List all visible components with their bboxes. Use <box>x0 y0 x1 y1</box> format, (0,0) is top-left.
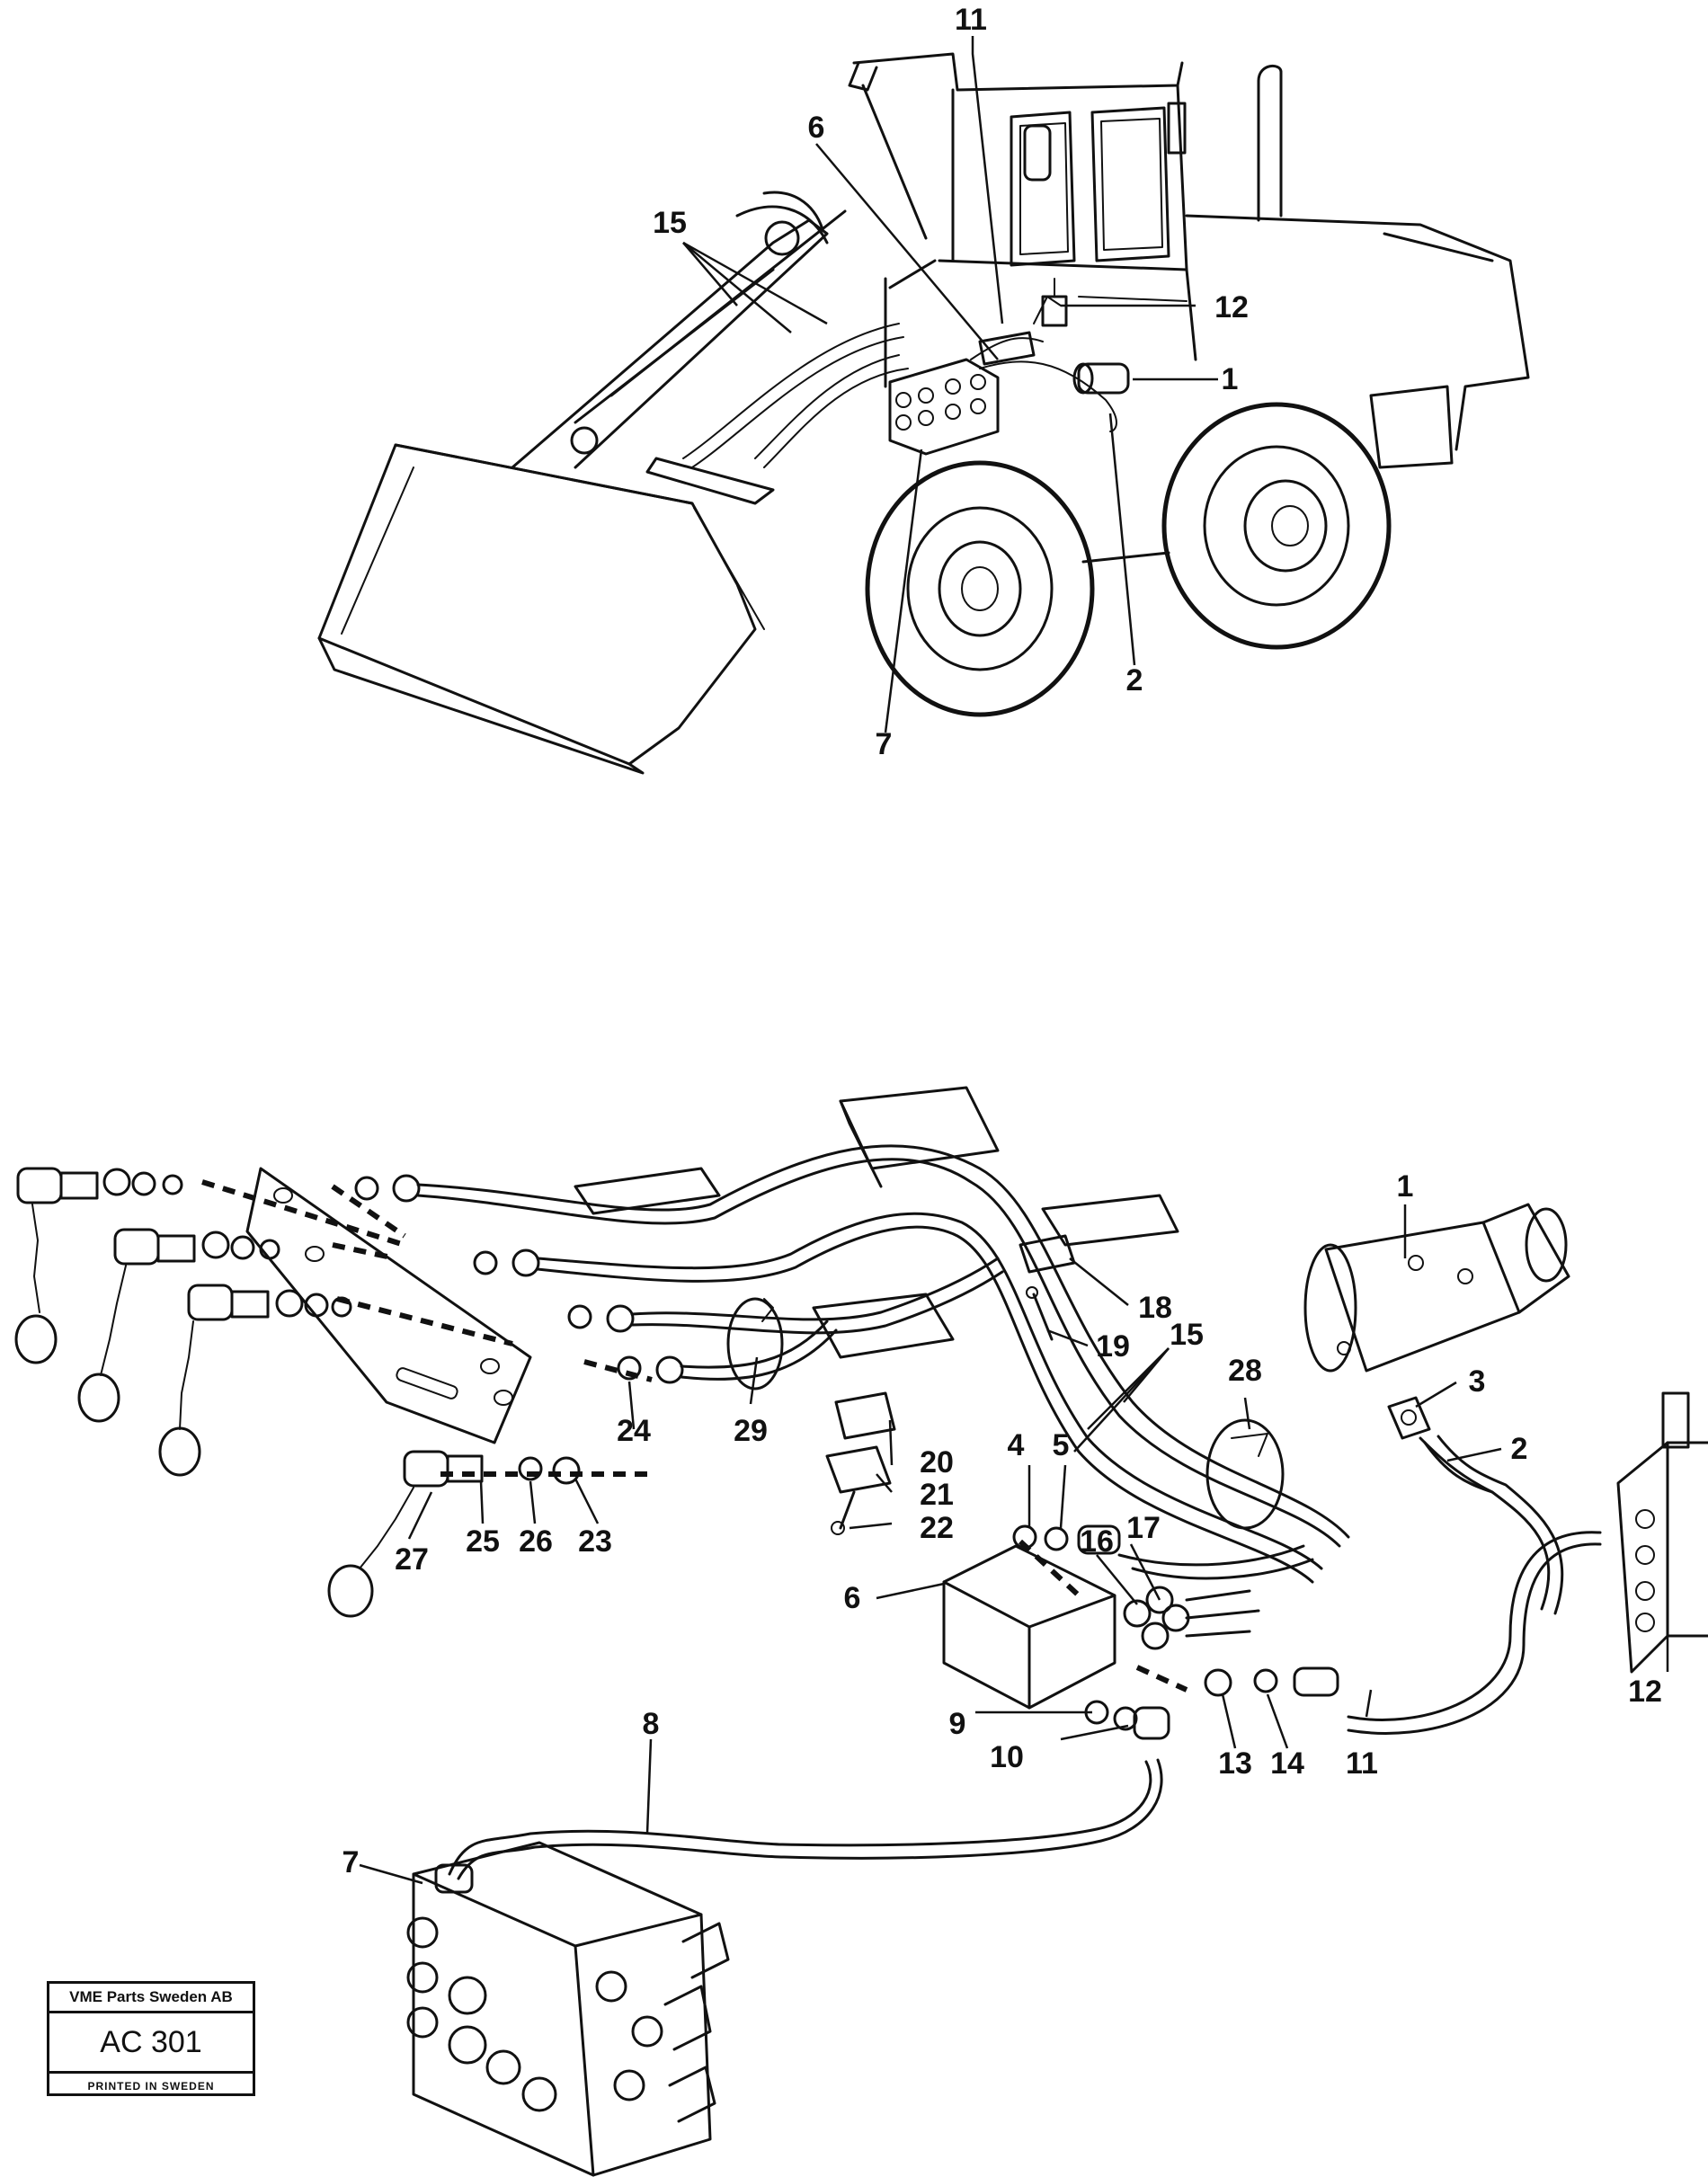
exhaust-stack <box>1257 64 1283 222</box>
screw-22 <box>831 1490 856 1535</box>
detail-callout-5: 5 <box>1052 1428 1070 1462</box>
overview-callout-12: 12 <box>1214 290 1249 324</box>
stamp-code: AC 301 <box>49 2013 253 2074</box>
adapter-fittings <box>1012 1524 1339 1697</box>
detail-callout-6: 6 <box>843 1581 861 1615</box>
detail-callout-3: 3 <box>1468 1364 1486 1399</box>
detail-callout-29: 29 <box>734 1414 768 1448</box>
detail-callout-4: 4 <box>1007 1428 1025 1462</box>
overview-diverter-valve <box>1041 278 1068 327</box>
detail-callout-25: 25 <box>466 1524 500 1559</box>
detail-callout-20: 20 <box>920 1445 954 1479</box>
loader-cab <box>848 52 1188 271</box>
overview-callout-15: 15 <box>653 206 687 240</box>
detail-callout-9: 9 <box>948 1707 966 1741</box>
pressure-hose <box>1423 1435 1564 1615</box>
detail-callout-10: 10 <box>990 1740 1024 1774</box>
detail-callout-23: 23 <box>578 1524 612 1559</box>
hose-end-fittings <box>354 1174 684 1384</box>
detail-callout-11: 11 <box>1346 1746 1378 1781</box>
hose-bundle <box>416 1144 1350 1584</box>
detail-callout-21: 21 <box>920 1478 954 1512</box>
quick-coupling-group-2 <box>77 1228 280 1423</box>
overview-control-valve <box>888 358 1000 456</box>
hose-clamp-28 <box>1205 1418 1285 1530</box>
detail-callout-2: 2 <box>1510 1432 1528 1466</box>
detail-leaders <box>359 1204 1669 1885</box>
wheel-loader-overview <box>317 36 1530 775</box>
detail-callout-12: 12 <box>1628 1675 1662 1709</box>
plate-21 <box>825 1445 892 1494</box>
pump-fitting <box>1387 1396 1494 1494</box>
diverter-valve-block <box>1347 1391 1708 1735</box>
overview-callout-1: 1 <box>1221 362 1239 396</box>
overview-callout-7: 7 <box>875 727 893 761</box>
quick-coupling-group-4 <box>327 1450 581 1618</box>
detail-callout-24: 24 <box>617 1414 651 1448</box>
loader-bucket <box>317 443 765 775</box>
detail-callout-17: 17 <box>1126 1511 1161 1545</box>
detail-callout-26: 26 <box>519 1524 553 1559</box>
diverter-valve-6 <box>942 1544 1260 1710</box>
detail-callout-8: 8 <box>642 1707 660 1741</box>
loader-body <box>884 214 1530 469</box>
overview-leaders <box>682 36 1218 733</box>
overview-hose-lines <box>645 296 1117 505</box>
detail-callout-7: 7 <box>342 1845 360 1879</box>
detail-callout-15: 15 <box>1170 1318 1204 1352</box>
main-control-valve <box>406 1841 730 2177</box>
detail-callout-19: 19 <box>1096 1329 1130 1364</box>
title-stamp: VME Parts Sweden AB AC 301 PRINTED IN SW… <box>47 1981 255 2096</box>
overview-callout-2: 2 <box>1125 663 1143 698</box>
loader-lift-arm <box>511 191 847 469</box>
loader-rear-wheel <box>1161 402 1392 650</box>
stamp-printed: PRINTED IN SWEDEN <box>87 2080 215 2093</box>
stamp-company: VME Parts Sweden AB <box>49 1984 253 2013</box>
detail-callout-1: 1 <box>1396 1169 1414 1204</box>
overview-callout-11: 11 <box>955 3 987 37</box>
hose-kit-detail <box>14 1086 1708 2177</box>
detail-callout-18: 18 <box>1138 1291 1172 1325</box>
hydraulic-pump <box>1303 1203 1570 1373</box>
detail-callout-16: 16 <box>1080 1524 1114 1559</box>
overview-callout-6: 6 <box>807 111 825 145</box>
return-hose <box>434 1758 1163 1894</box>
overview-pump <box>1072 362 1130 395</box>
dashed-assembly-lines <box>201 1179 1188 1693</box>
detail-callout-13: 13 <box>1218 1746 1252 1781</box>
loader-front-wheel <box>865 460 1095 717</box>
clamp-20 <box>834 1391 896 1440</box>
detail-callout-22: 22 <box>920 1511 954 1545</box>
detail-callout-28: 28 <box>1228 1354 1262 1388</box>
quick-coupling-group-1 <box>14 1167 183 1364</box>
left-mounting-plate <box>245 1167 532 1444</box>
fitting-9-10 <box>1084 1700 1170 1740</box>
detail-callout-27: 27 <box>395 1542 429 1577</box>
quick-coupling-group-3 <box>158 1284 352 1477</box>
detail-callout-14: 14 <box>1270 1746 1304 1781</box>
hose-clamp-29 <box>726 1297 784 1391</box>
